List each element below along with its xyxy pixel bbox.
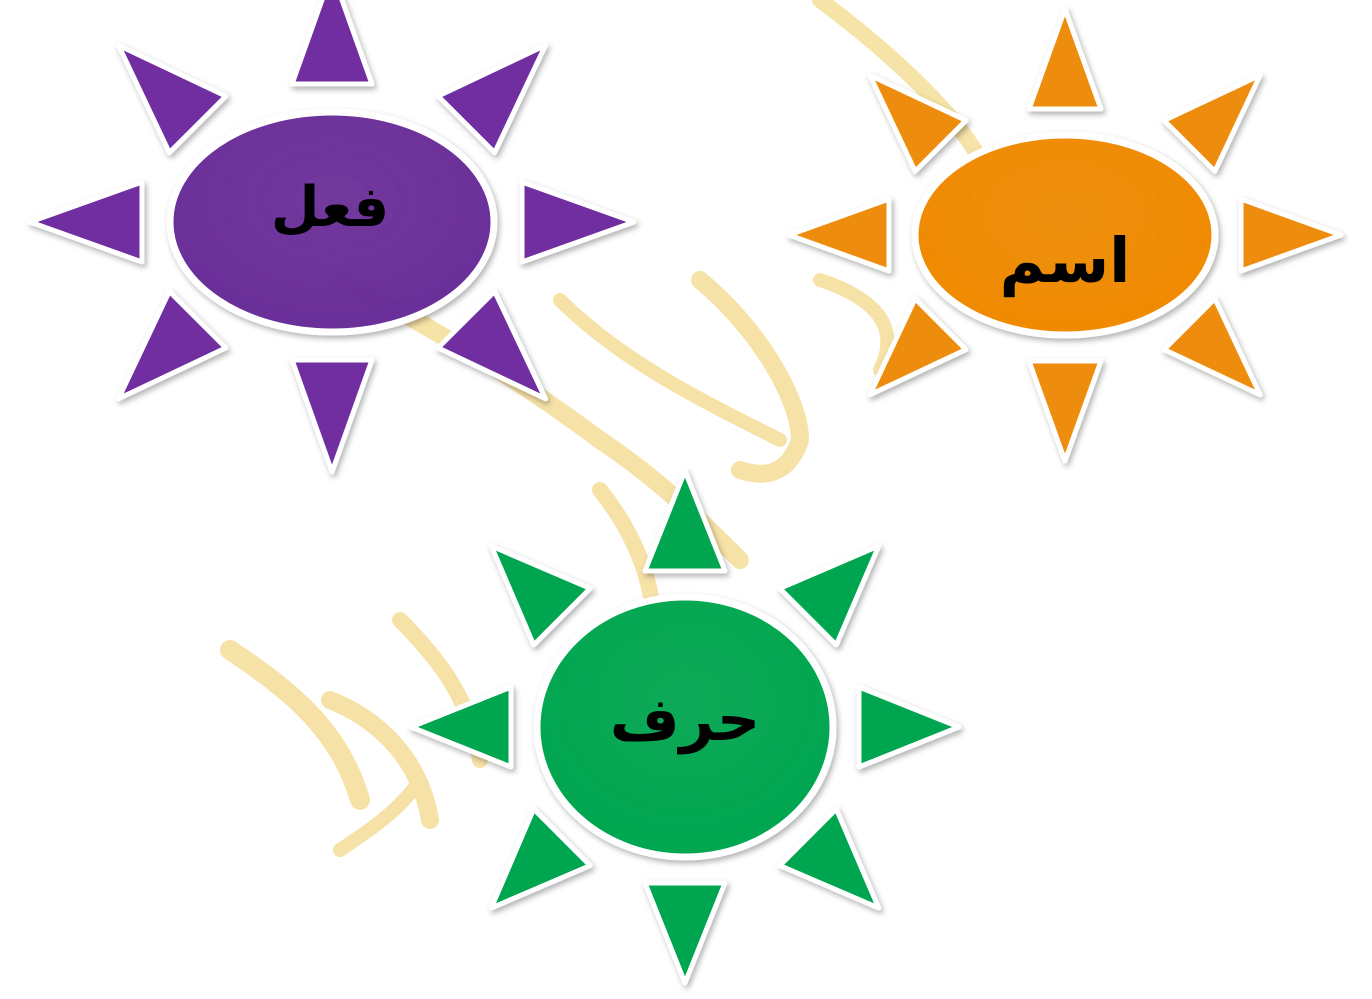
ray-north-east bbox=[438, 45, 545, 152]
ray-south-east bbox=[438, 291, 545, 398]
ray-south bbox=[1029, 361, 1101, 461]
ray-north-west bbox=[118, 45, 225, 152]
ray-south-east bbox=[780, 809, 879, 908]
ray-north bbox=[645, 471, 725, 571]
ray-south-west bbox=[870, 299, 966, 395]
ray-north bbox=[1029, 9, 1101, 109]
sun-noun: اسم bbox=[765, 25, 1365, 445]
ray-north bbox=[292, 0, 372, 84]
ray-north-west bbox=[491, 546, 590, 645]
ray-north-west bbox=[870, 75, 966, 171]
sun-noun-label: اسم bbox=[765, 230, 1365, 292]
ray-south bbox=[645, 883, 725, 983]
sun-verb: فعل bbox=[10, 0, 650, 450]
sun-particle-label: حرف bbox=[385, 690, 985, 750]
sun-verb-label: فعل bbox=[10, 180, 650, 236]
ray-north-east bbox=[780, 546, 879, 645]
ray-south-west bbox=[118, 291, 225, 398]
ray-south bbox=[292, 360, 372, 472]
sun-particle: حرف bbox=[385, 462, 985, 992]
ray-south-west bbox=[491, 809, 590, 908]
ray-south-east bbox=[1164, 299, 1260, 395]
ray-north-east bbox=[1164, 75, 1260, 171]
